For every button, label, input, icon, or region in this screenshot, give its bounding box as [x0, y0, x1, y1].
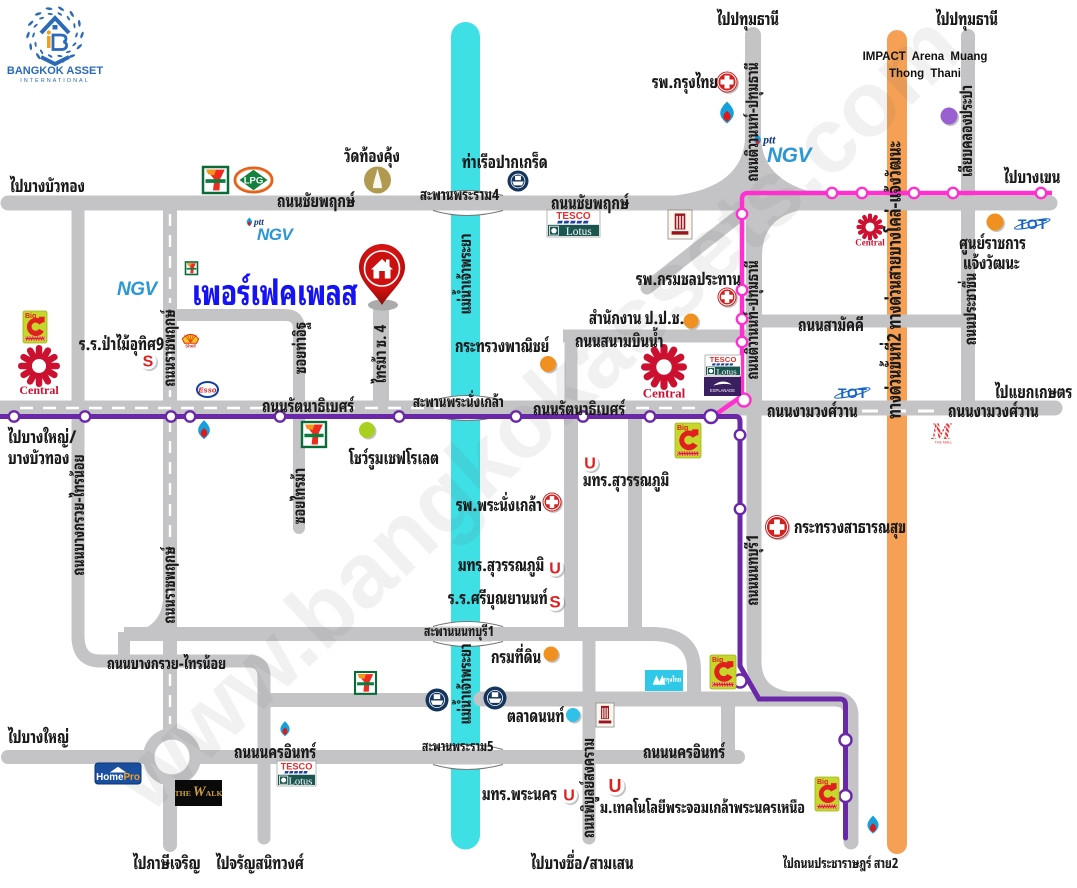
svg-text:S: S — [549, 593, 560, 612]
svg-text:TESCO: TESCO — [710, 355, 737, 364]
svg-text:ptt: ptt — [253, 218, 264, 228]
svg-text:Big: Big — [712, 657, 723, 664]
svg-text:Big: Big — [817, 779, 828, 786]
svg-text:Big: Big — [677, 425, 688, 432]
svg-text:U: U — [563, 787, 575, 804]
svg-text:BANGKOK ASSET: BANGKOK ASSET — [7, 65, 103, 77]
svg-text:Shell: Shell — [185, 344, 196, 349]
svg-text:M: M — [930, 419, 953, 444]
svg-text:Lotus: Lotus — [288, 776, 312, 787]
svg-text:Lotus: Lotus — [566, 226, 592, 238]
svg-text:NGV: NGV — [257, 225, 295, 244]
svg-text:U: U — [549, 560, 561, 577]
svg-text:TESCO: TESCO — [281, 762, 313, 772]
svg-text:Central: Central — [19, 383, 59, 397]
svg-text:Central: Central — [855, 238, 885, 248]
svg-text:U: U — [609, 776, 622, 796]
svg-text:ptt: ptt — [762, 135, 776, 147]
svg-text:Big: Big — [25, 313, 36, 320]
svg-text:Lotus: Lotus — [717, 367, 738, 377]
svg-text:Thong Thani: Thong Thani — [889, 68, 961, 80]
svg-text:IMPACT Arena Muang: IMPACT Arena Muang — [863, 51, 988, 63]
svg-text:HomePro: HomePro — [96, 772, 140, 783]
svg-text:S: S — [143, 353, 154, 370]
svg-text:ESPLANADE: ESPLANADE — [710, 388, 735, 393]
svg-text:THE MALL: THE MALL — [935, 441, 953, 445]
svg-text:INTERNATIONAL: INTERNATIONAL — [20, 78, 90, 84]
svg-text:Central: Central — [643, 386, 686, 401]
svg-text:U: U — [584, 455, 596, 472]
svg-text:NGV: NGV — [767, 144, 814, 167]
svg-text:TESCO: TESCO — [556, 211, 591, 222]
svg-text:LPG: LPG — [244, 175, 264, 186]
svg-text:Esso: Esso — [199, 385, 217, 394]
svg-text:NGV: NGV — [117, 279, 159, 300]
